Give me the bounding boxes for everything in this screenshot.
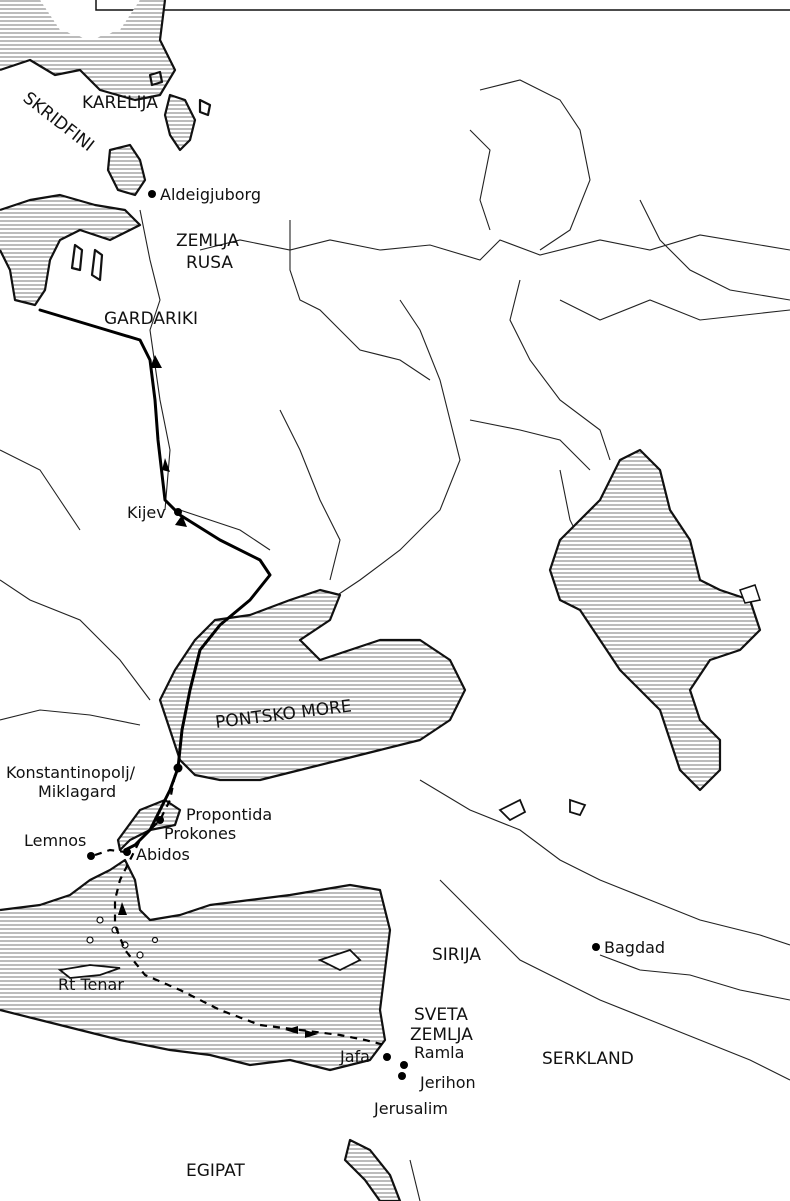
label-konstantinopolj: Konstantinopolj/ xyxy=(6,763,136,782)
mediterranean-sea xyxy=(0,858,392,1072)
route-solid xyxy=(38,308,272,770)
label-egipat: EGIPAT xyxy=(186,1161,245,1181)
label-bagdad: Bagdad xyxy=(604,938,665,957)
label-karelija: KARELIJA xyxy=(82,93,158,113)
label-rt-tenar: Rt Tenar xyxy=(58,975,124,994)
label-jafa: Jafa xyxy=(339,1047,370,1066)
arrow-4 xyxy=(118,902,127,915)
label-gardariki: GARDARIKI xyxy=(104,309,198,329)
arrow-3 xyxy=(175,515,187,527)
arrow-2 xyxy=(162,458,170,472)
label-aldeigjuborg: Aldeigjuborg xyxy=(160,185,261,204)
label-sveta-zemlja-1: SVETA xyxy=(414,1005,468,1025)
label-sveta-zemlja-2: ZEMLJA xyxy=(410,1025,473,1045)
lake-ladoga xyxy=(106,143,147,197)
label-jerihon: Jerihon xyxy=(419,1073,476,1092)
label-abidos: Abidos xyxy=(136,845,190,864)
label-kijev: Kijev xyxy=(127,503,166,522)
label-propontida: Propontida xyxy=(186,805,272,824)
label-serkland: SERKLAND xyxy=(542,1049,634,1069)
label-ramla: Ramla xyxy=(414,1043,464,1062)
arrow-1 xyxy=(150,355,162,368)
label-lemnos: Lemnos xyxy=(24,831,86,850)
lake-onega xyxy=(163,93,197,152)
baltic-sea xyxy=(0,0,177,307)
route-dashed xyxy=(113,774,386,1047)
city-dots xyxy=(87,190,600,1080)
label-miklagard: Miklagard xyxy=(38,782,116,801)
label-zemlja-rusa-1: ZEMLJA xyxy=(176,231,239,251)
route-dashed-2 xyxy=(94,848,126,857)
route-solid-2 xyxy=(123,766,180,852)
frame-top xyxy=(95,0,790,11)
islands xyxy=(57,584,761,979)
label-jerusalim: Jerusalim xyxy=(373,1099,448,1118)
arrow-5 xyxy=(285,1026,298,1034)
black-sea xyxy=(158,588,467,782)
rivers xyxy=(0,79,790,1201)
red-sea xyxy=(343,1138,402,1201)
small-lakes xyxy=(70,70,212,282)
label-prokones: Prokones xyxy=(164,824,236,843)
arrow-6 xyxy=(305,1030,318,1038)
label-zemlja-rusa-2: RUSA xyxy=(186,253,233,273)
caspian-sea xyxy=(548,448,762,792)
label-sirija: SIRIJA xyxy=(432,945,481,965)
